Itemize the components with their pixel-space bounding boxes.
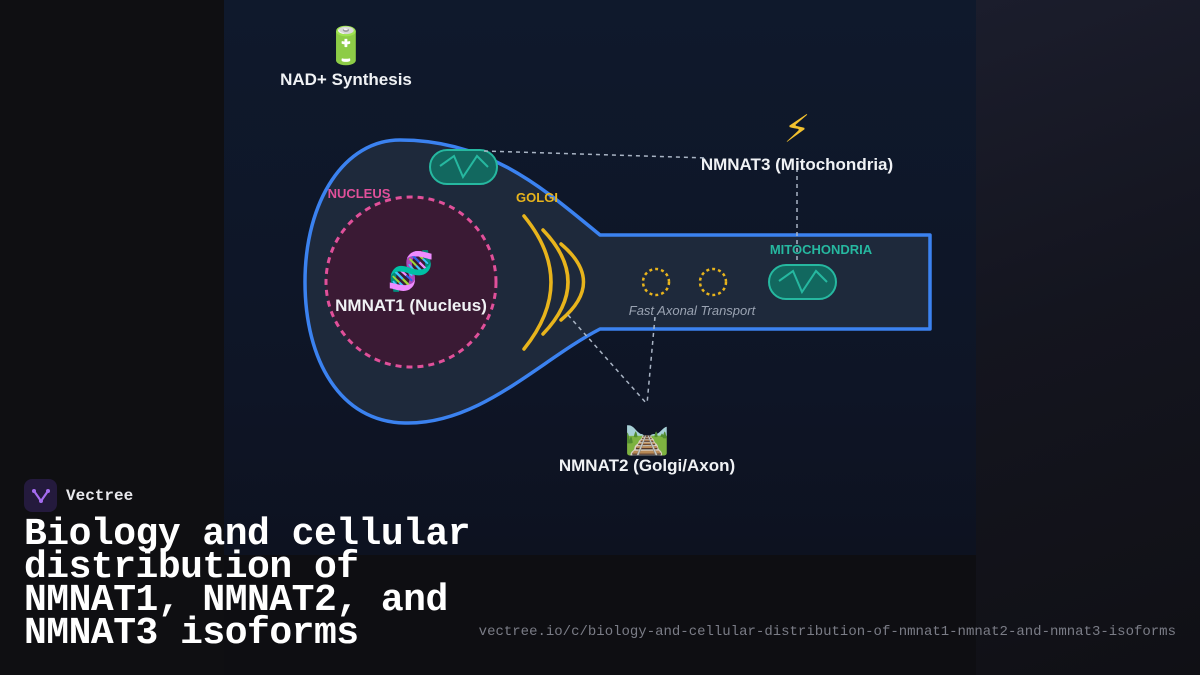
transport-vesicle — [698, 267, 728, 297]
axonal-transport-label: Fast Axonal Transport — [629, 303, 757, 318]
background-left — [0, 0, 224, 675]
vectree-logo-icon — [24, 479, 57, 512]
mitochondrion-axon — [768, 264, 837, 300]
mitochondria-label: MITOCHONDRIA — [770, 242, 873, 257]
lightning-icon: ⚡ — [784, 109, 811, 151]
nmnat3-label: NMNAT3 (Mitochondria) — [701, 155, 893, 174]
neuron-diagram: NUCLEUS GOLGI MITOCHONDRIA Fast Axonal T… — [280, 25, 932, 475]
golgi-apparatus — [522, 214, 586, 351]
nmnat2-label: NMNAT2 (Golgi/Axon) — [559, 456, 735, 475]
brand-name: Vectree — [66, 486, 134, 505]
nad-synthesis-label: NAD+ Synthesis — [280, 70, 412, 89]
golgi-label: GOLGI — [516, 190, 558, 205]
page-url[interactable]: vectree.io/c/biology-and-cellular-distri… — [478, 624, 1176, 640]
background-right — [976, 0, 1200, 675]
dna-icon: 🧬 — [387, 248, 434, 294]
railway-track-icon: 🛤️ — [625, 415, 670, 456]
battery-icon: 🔋 — [324, 25, 369, 66]
nmnat1-label: NMNAT1 (Nucleus) — [335, 296, 487, 315]
brand[interactable]: Vectree — [24, 479, 133, 512]
nucleus — [324, 195, 498, 369]
transport-vesicle — [641, 267, 671, 297]
connector-lines — [483, 150, 798, 405]
nucleus-label: NUCLEUS — [328, 186, 391, 201]
mitochondrion-soma — [429, 149, 498, 185]
page-title: Biology and cellular distribution of NMN… — [24, 513, 471, 655]
diagram-panel: NUCLEUS GOLGI MITOCHONDRIA Fast Axonal T… — [224, 0, 976, 555]
